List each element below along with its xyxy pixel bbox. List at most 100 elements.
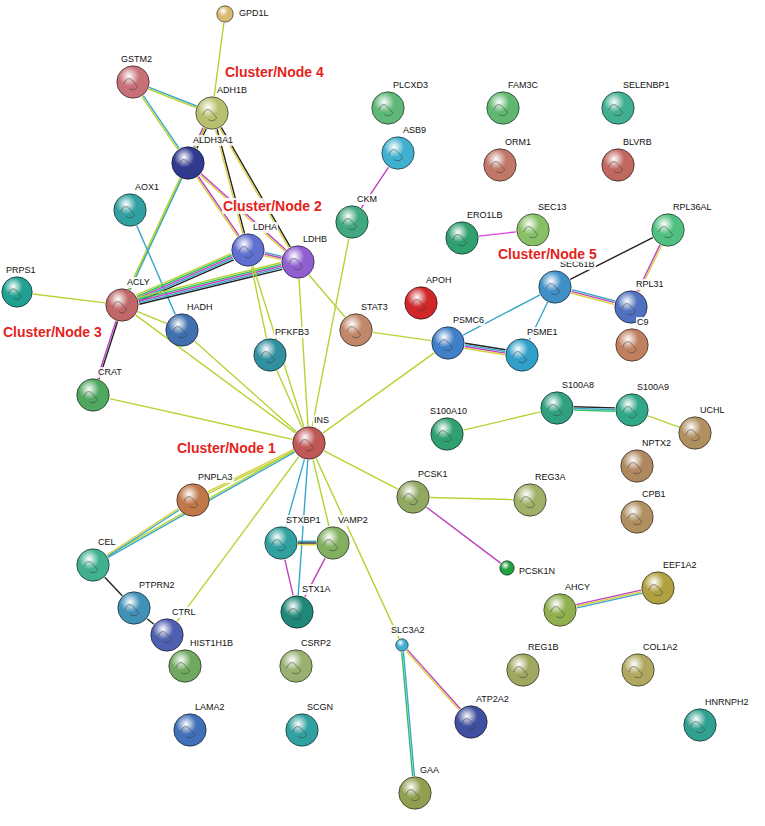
interaction-edge	[142, 96, 179, 150]
protein-sphere	[335, 205, 369, 239]
interaction-edge	[277, 371, 302, 428]
protein-sphere	[171, 146, 205, 180]
interaction-edge	[309, 275, 345, 317]
protein-sphere	[505, 338, 539, 372]
protein-label: ERO1LB	[466, 210, 504, 221]
protein-label: CKM	[356, 194, 378, 205]
protein-label: LAMA2	[194, 702, 226, 713]
protein-label: ALDH3A1	[192, 135, 234, 146]
protein-node: PTPRN2	[117, 591, 151, 625]
protein-node: PCSK1	[396, 480, 430, 514]
interaction-edge	[479, 232, 516, 236]
protein-node: ADH1B	[195, 96, 229, 130]
protein-node: AOX1	[113, 193, 147, 227]
protein-label: CSRP2	[300, 638, 332, 649]
protein-label: ORM1	[504, 137, 532, 148]
protein-sphere	[513, 483, 547, 517]
interaction-edge	[373, 332, 431, 340]
protein-sphere	[396, 480, 430, 514]
protein-label: GAA	[419, 765, 440, 776]
interaction-edge	[136, 315, 296, 433]
protein-label: S100A8	[561, 380, 595, 391]
protein-sphere	[195, 96, 229, 130]
protein-sphere	[1, 276, 33, 308]
protein-node: ACLY	[105, 288, 139, 322]
interaction-edge	[33, 294, 105, 303]
protein-label: CPB1	[641, 489, 667, 500]
protein-label: GPD1L	[238, 8, 270, 19]
protein-node: INS	[292, 426, 326, 460]
interaction-edge	[253, 266, 304, 427]
protein-sphere	[615, 328, 649, 362]
protein-label: UCHL	[699, 405, 726, 416]
protein-sphere	[116, 65, 150, 99]
protein-sphere	[651, 213, 685, 247]
protein-node: LDHA	[231, 233, 265, 267]
protein-label: PFKFB3	[274, 327, 310, 338]
protein-node: RPL36AL	[651, 213, 685, 247]
protein-label: HIST1H1B	[189, 638, 234, 649]
protein-label: SELENBP1	[622, 80, 671, 91]
protein-node: PSME1	[505, 338, 539, 372]
protein-sphere	[430, 417, 464, 451]
protein-label: ATP2A2	[475, 694, 510, 705]
protein-sphere	[540, 391, 574, 425]
protein-label: ACLY	[126, 277, 151, 288]
interaction-edge	[402, 652, 415, 776]
protein-sphere	[454, 705, 488, 739]
protein-sphere	[285, 713, 319, 747]
protein-sphere	[483, 148, 517, 182]
protein-node: S100A9	[615, 393, 649, 427]
protein-label: COL1A2	[642, 642, 679, 653]
protein-sphere	[113, 193, 147, 227]
protein-sphere	[173, 713, 207, 747]
protein-sphere	[76, 548, 110, 582]
protein-node: STX1A	[280, 595, 314, 629]
protein-label: SEC13	[537, 202, 568, 213]
protein-node: COL1A2	[621, 653, 655, 687]
protein-sphere	[381, 136, 415, 170]
protein-sphere	[253, 338, 287, 372]
protein-node: CPB1	[620, 500, 654, 534]
protein-sphere	[395, 638, 409, 652]
protein-label: APOH	[425, 275, 453, 286]
interaction-edge	[464, 412, 541, 430]
protein-node: CEL	[76, 548, 110, 582]
protein-sphere	[486, 91, 520, 125]
protein-label: STAT3	[360, 302, 389, 313]
protein-node: CKM	[335, 205, 369, 239]
protein-node: CTRL	[150, 618, 184, 652]
protein-label: PRPS1	[5, 265, 37, 276]
protein-node: SEC61B	[538, 270, 572, 304]
protein-label: C9	[636, 317, 650, 328]
protein-label: S100A10	[429, 406, 468, 417]
interaction-edge	[406, 650, 460, 710]
protein-sphere	[316, 526, 350, 560]
protein-sphere	[641, 571, 675, 605]
protein-node: BLVRB	[601, 148, 635, 182]
protein-label: RPL31	[635, 279, 665, 290]
protein-label: CTRL	[171, 607, 197, 618]
interaction-edge	[430, 497, 513, 499]
protein-node: VAMP2	[316, 526, 350, 560]
protein-label: REG1B	[527, 642, 560, 653]
protein-sphere	[339, 313, 373, 347]
protein-node: GAA	[398, 776, 432, 810]
protein-node: ATP2A2	[454, 705, 488, 739]
interaction-edge	[464, 343, 505, 355]
protein-node: ALDH3A1	[171, 146, 205, 180]
protein-sphere	[445, 221, 479, 255]
protein-sphere	[105, 288, 139, 322]
protein-sphere	[231, 233, 265, 267]
protein-label: LDHA	[252, 222, 278, 233]
protein-node: SLC3A2	[395, 638, 409, 652]
protein-node: LDHB	[281, 245, 315, 279]
protein-node: GPD1L	[216, 5, 234, 23]
protein-node: SELENBP1	[601, 91, 635, 125]
protein-node: UCHL	[678, 416, 712, 450]
protein-sphere	[538, 270, 572, 304]
protein-label: PSMC6	[452, 315, 485, 326]
protein-label: PCSK1	[417, 469, 449, 480]
interaction-edge	[298, 541, 316, 544]
protein-label: BLVRB	[622, 137, 653, 148]
